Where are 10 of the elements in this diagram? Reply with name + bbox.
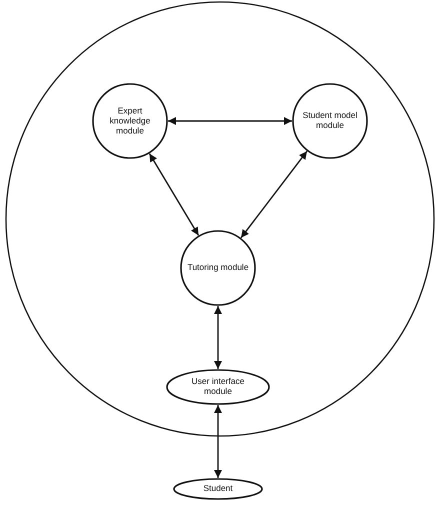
arrow	[148, 153, 200, 236]
arrow	[214, 405, 222, 478]
arrow	[168, 117, 292, 125]
node-label: User interface module	[190, 377, 246, 397]
node-label: Expert knowledge module	[108, 106, 152, 136]
node-label: Tutoring module	[187, 263, 249, 273]
arrow	[214, 306, 222, 369]
arrow	[240, 150, 308, 238]
node-label: Student model module	[302, 111, 358, 131]
node-label: Student	[202, 484, 234, 494]
